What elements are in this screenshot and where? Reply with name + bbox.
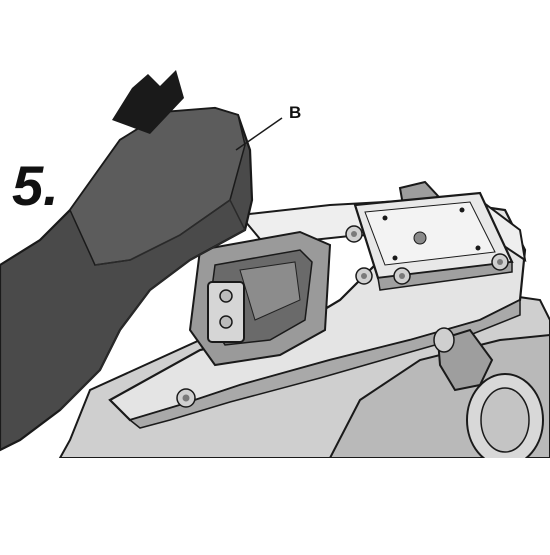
- step-number: 5.: [12, 154, 59, 217]
- down-arrow-icon: [112, 70, 184, 134]
- callout-leader: [235, 117, 283, 151]
- mounting-bracket: [207, 281, 245, 343]
- bolt-icon: [491, 253, 509, 271]
- callout-label-b: B: [289, 103, 302, 122]
- bolt-icon: [393, 267, 411, 285]
- bolt-icon: [176, 388, 196, 408]
- bolt-icon: [355, 267, 373, 285]
- bolt-icon: [345, 225, 363, 243]
